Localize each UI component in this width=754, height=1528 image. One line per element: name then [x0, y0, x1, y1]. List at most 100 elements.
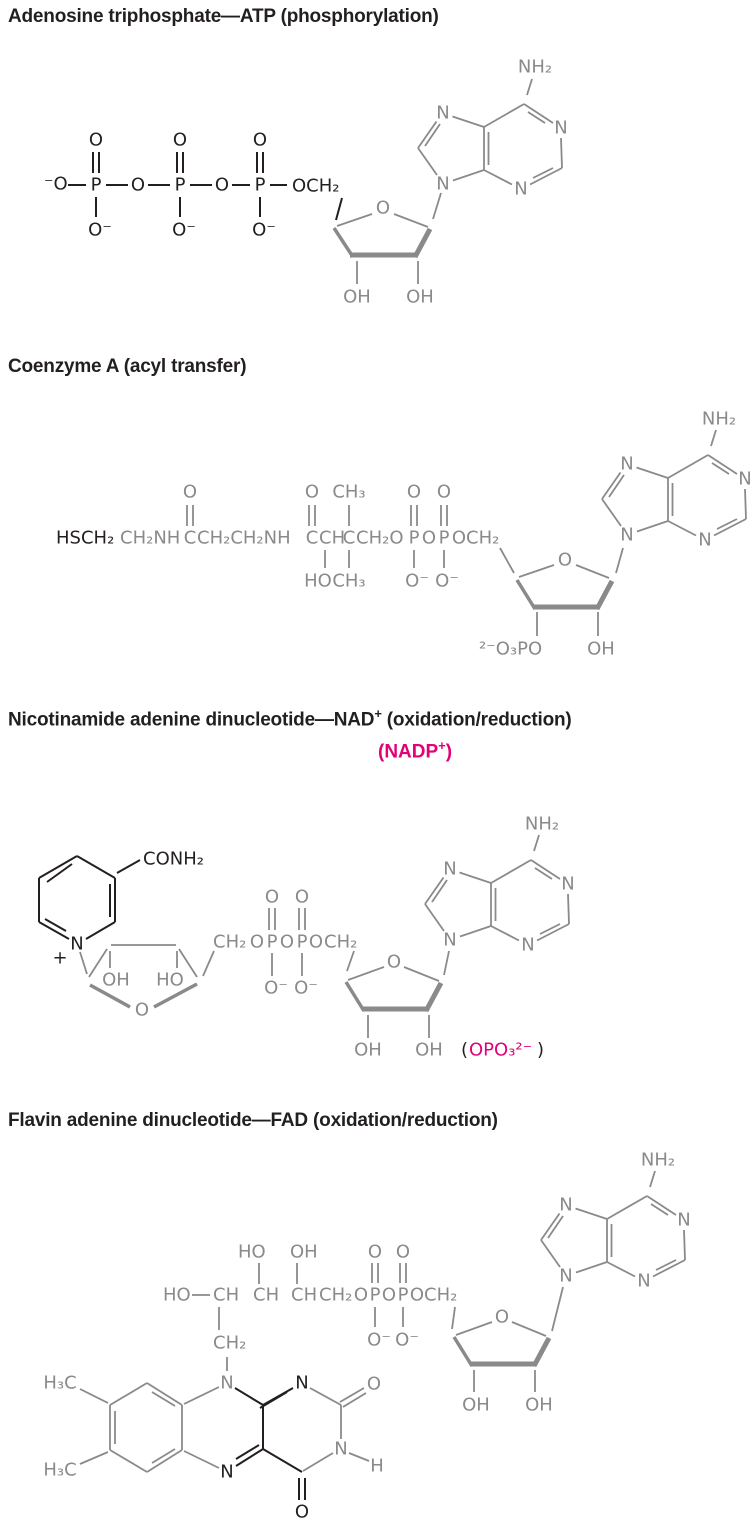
atom-label: N — [443, 859, 456, 880]
atom-label: O — [173, 130, 187, 151]
fad-adenine-ring — [540, 1170, 686, 1278]
atom-label: O — [452, 528, 466, 549]
atom-label: CH₂ — [213, 1333, 246, 1354]
atom-label: O — [131, 175, 145, 196]
atom-label: CH₂ — [424, 1285, 457, 1306]
atom-label: O⁻ — [294, 978, 318, 999]
atom-label: CH₂O — [356, 528, 404, 549]
atp-ribose-bonds — [332, 192, 442, 284]
atom-label: O — [368, 1242, 382, 1263]
atom-label: N — [559, 1195, 572, 1216]
atom-label: C — [184, 528, 197, 549]
atom-label: N — [443, 930, 456, 951]
atom-label: N — [436, 174, 449, 195]
atom-label: N — [559, 1266, 572, 1287]
fad-flavin-gray-bonds — [79, 1382, 370, 1473]
atom-label: O — [280, 932, 294, 953]
atom-label: H₃C — [43, 1460, 76, 1481]
atom-label: CONH₂ — [143, 849, 204, 870]
atom-label: P — [175, 175, 186, 196]
nad-section-title: Nicotinamide adenine dinucleotide—NAD+ (… — [8, 706, 572, 731]
nad-pyridinium-bonds — [38, 855, 141, 940]
atom-label: O — [354, 1285, 368, 1306]
fad-flavin-black-bonds — [234, 1387, 306, 1500]
atom-label: CH — [291, 1285, 317, 1306]
nad-title-main: Nicotinamide adenine dinucleotide—NAD — [8, 709, 375, 731]
atom-label: O — [367, 1374, 381, 1395]
atom-label: O — [410, 1285, 424, 1306]
nadp-plus-superscript: + — [438, 738, 446, 753]
atom-label: N — [220, 1373, 233, 1394]
atom-label: N — [620, 454, 633, 475]
atom-label: C — [306, 528, 319, 549]
atom-label: OPO₃²⁻ — [469, 1040, 532, 1061]
atom-label: N — [334, 1439, 347, 1460]
atom-label: N — [554, 118, 567, 139]
atp-phosphate-bonds — [68, 152, 343, 221]
nad-sugar-phosphate-bonds — [79, 908, 450, 1038]
atom-label: O — [183, 482, 197, 503]
atom-label: CH₃ — [332, 482, 365, 503]
atom-label: HSCH₂ — [56, 528, 114, 549]
atom-label: N — [698, 530, 711, 551]
nad-adenine-ring — [424, 834, 570, 942]
atom-label: OH — [587, 639, 615, 660]
atom-label: P — [409, 528, 420, 549]
atom-label: O — [495, 1307, 509, 1328]
atom-label: OH — [415, 1040, 443, 1061]
atom-label: NH₂ — [518, 57, 552, 78]
atom-label: CH₂ — [466, 528, 499, 549]
coa-chain-bonds — [186, 505, 624, 636]
atom-label: N — [561, 874, 574, 895]
atom-label: O — [215, 175, 229, 196]
atom-label: O — [295, 887, 309, 908]
atom-label: OH — [406, 287, 434, 308]
atom-label: O — [558, 550, 572, 571]
atom-label: N — [738, 469, 751, 490]
nadp-open: (NADP — [378, 741, 439, 763]
atom-label: OH — [462, 1395, 490, 1416]
atom-label: OH — [354, 1040, 382, 1061]
atom-label: P — [297, 932, 308, 953]
atom-label: O — [437, 482, 451, 503]
atom-label: P — [439, 528, 450, 549]
coa-adenine-ring — [601, 429, 747, 537]
atom-label: O — [305, 482, 319, 503]
atom-label: O⁻ — [395, 1330, 419, 1351]
atom-label: N — [677, 1210, 690, 1231]
nad-title-plus-superscript: + — [374, 706, 382, 721]
atom-label: H₃C — [43, 1373, 76, 1394]
nadp-subtitle: (NADP+) — [378, 738, 452, 763]
atom-label: P — [370, 1285, 381, 1306]
atom-label: N — [295, 1373, 308, 1394]
atom-label: O⁻ — [252, 220, 276, 241]
atom-label: O — [422, 528, 436, 549]
atom-label: N — [620, 525, 633, 546]
atom-label: N — [70, 934, 83, 955]
atom-label: O — [396, 1242, 410, 1263]
atom-label: OH — [343, 287, 371, 308]
atom-label: O — [265, 887, 279, 908]
fad-section-title: Flavin adenine dinucleotide—FAD (oxidati… — [8, 1110, 498, 1131]
atom-label: ( — [461, 1040, 468, 1061]
atom-label: O — [89, 130, 103, 151]
atom-label: H — [370, 1456, 384, 1477]
atom-label: CH₂CH₂NH — [197, 528, 291, 549]
atom-label: O⁻ — [88, 220, 112, 241]
atom-label: O — [407, 482, 421, 503]
atom-label: CH₂ — [324, 932, 357, 953]
atom-label: + — [52, 948, 67, 969]
fad-chain-bonds — [192, 1263, 564, 1392]
coa-section-title: Coenzyme A (acyl transfer) — [8, 356, 247, 377]
atom-label: OH — [290, 1242, 318, 1263]
atom-label: NH₂ — [641, 1150, 675, 1171]
atom-label: O — [135, 1000, 149, 1021]
atom-label: N — [637, 1271, 650, 1292]
atom-label: N — [436, 103, 449, 124]
atom-label: O — [387, 952, 401, 973]
atom-label: HO — [163, 1285, 191, 1306]
